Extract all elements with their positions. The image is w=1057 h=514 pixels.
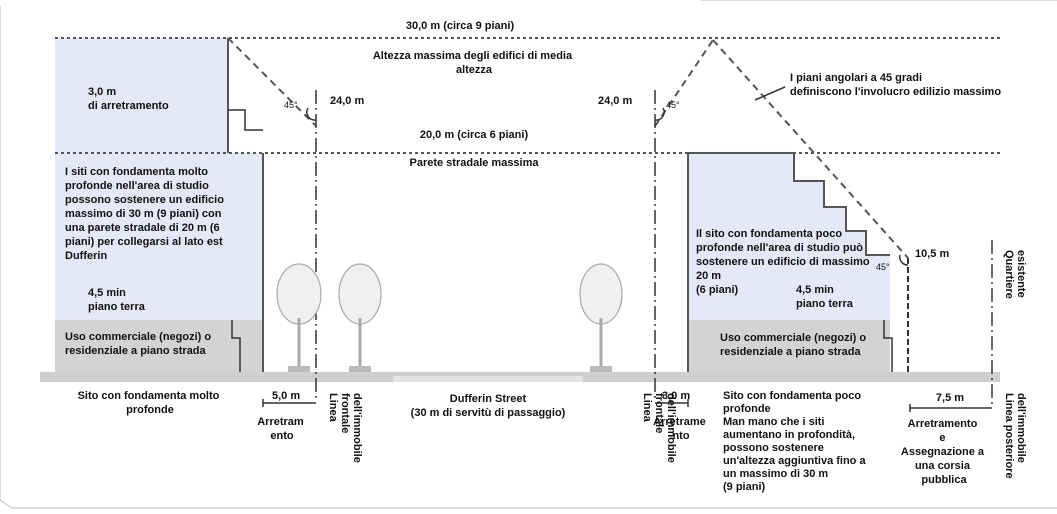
rear-setback-label: Arretramento e Assegnazione a una corsia… <box>901 418 987 486</box>
right-building-outline <box>687 152 890 372</box>
right-angle-label: 45° <box>666 100 680 110</box>
right-rear-angle-arc <box>899 254 909 266</box>
rear-setback-value: 7,5 m <box>936 392 964 404</box>
right-rear-angle-label: 45° <box>876 262 890 272</box>
tree <box>338 263 382 372</box>
left-commercial-label: Uso commerciale (negozi) o residenziale … <box>65 331 214 357</box>
left-angle-label: 45° <box>284 100 298 110</box>
right-height-label: 24,0 m <box>598 95 632 107</box>
left-description: I siti con fondamenta molto profonde nel… <box>65 166 227 262</box>
right-description: Il sito con fondamenta poco profonde nel… <box>696 228 873 296</box>
right-building-upper-fill <box>688 153 890 320</box>
left-setback-top-label: 3,0 m di arretramento <box>88 86 169 112</box>
angular-planes-label: I piani angolari a 45 gradi definiscono … <box>790 72 1001 98</box>
left-building-upper-fill <box>55 38 228 153</box>
rear-property-line-label: Linea posteriore dell'immobile <box>1003 393 1027 482</box>
left-setback-step <box>228 109 263 131</box>
right-setback-dimension <box>655 399 689 407</box>
left-angular-plane <box>227 37 317 127</box>
right-setback-front-value: 3,0 m <box>662 390 690 402</box>
max-mid-height-label: Altezza massima degli edifici di media a… <box>373 50 575 76</box>
left-setback-bottom-label: Arretram ento <box>257 416 307 442</box>
right-angle-arc <box>654 107 665 121</box>
left-height-label: 24,0 m <box>330 95 364 107</box>
right-ground-floor-bracket <box>883 320 893 372</box>
left-property-line-label: Linea frontale dell'immobile <box>327 393 363 463</box>
height-20m-label: 20,0 m (circa 6 piani) <box>420 129 529 141</box>
right-ground-floor-label: 4,5 min piano terra <box>796 284 854 310</box>
street-name-label: Dufferin Street <box>450 393 527 405</box>
height-30m-label: 30,0 m (circa 9 piani) <box>406 20 515 32</box>
right-angular-planes-leader <box>754 86 786 101</box>
left-commercial-fill <box>55 320 263 372</box>
rear-setback-dimension <box>909 404 992 412</box>
right-setback-front-label: Arretrame nto <box>653 416 709 442</box>
right-commercial-label: Uso commerciale (negozi) o residenziale … <box>720 332 869 358</box>
left-ground-floor-bracket <box>231 320 241 372</box>
right-rear-height-label: 10,5 m <box>915 248 949 260</box>
left-ground-floor-label: 4,5 min piano terra <box>88 287 146 313</box>
existing-neighbourhood-label: Quartiere esistente <box>1003 250 1027 302</box>
left-setback-bottom-value: 5,0 m <box>272 390 300 402</box>
street-wall-label: Parete stradale massima <box>409 157 539 169</box>
right-property-line-label: Linea frontale dell'immobile <box>641 393 677 463</box>
right-site-label: Sito con fondamenta poco profonde Man ma… <box>723 390 869 493</box>
right-angular-plane-rear <box>712 39 909 259</box>
right-commercial-fill <box>688 320 890 372</box>
tree <box>276 263 322 372</box>
left-setback-dimension <box>262 399 316 407</box>
left-angle-arc <box>306 107 317 121</box>
street-surface <box>393 376 583 382</box>
street-row-label: (30 m di servitù di passaggio) <box>411 407 566 419</box>
left-building-lower-fill <box>55 153 263 320</box>
tree <box>579 263 623 372</box>
left-site-label: Sito con fondamenta molto profonde <box>78 390 223 416</box>
